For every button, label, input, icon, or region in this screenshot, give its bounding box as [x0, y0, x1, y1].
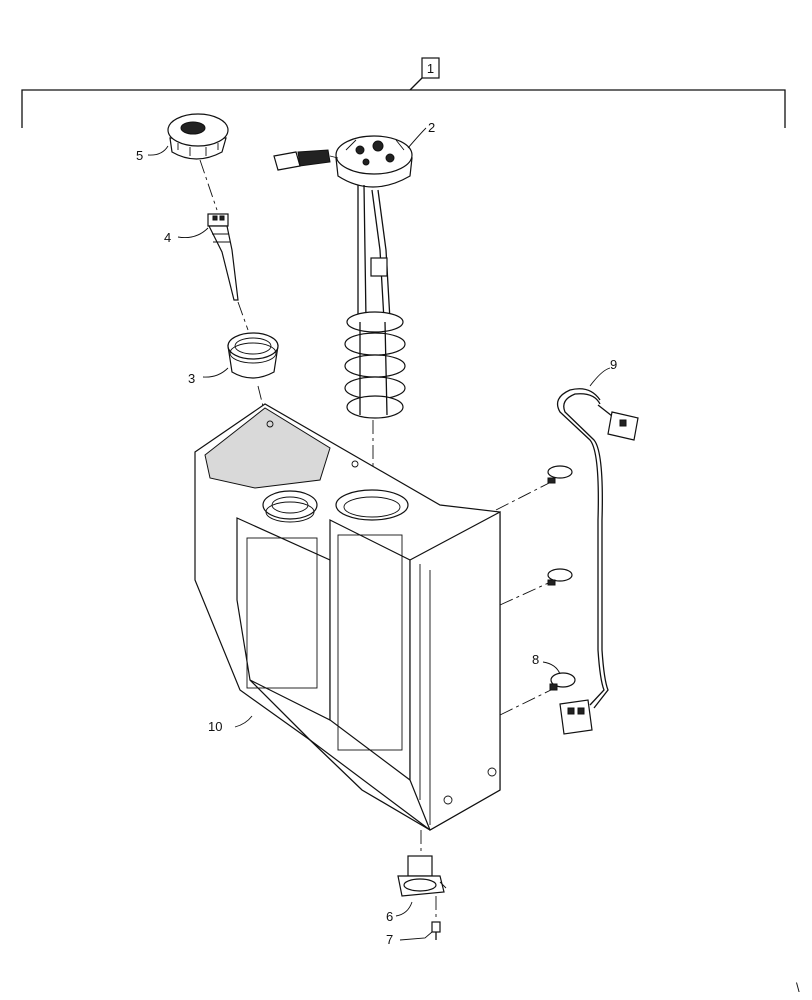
callout-3[interactable]: 3 — [188, 371, 195, 386]
callout-7[interactable]: 7 — [386, 932, 393, 947]
callout-2[interactable]: 2 — [428, 120, 435, 135]
fuel-sender-part[interactable] — [273, 135, 413, 419]
callout-8[interactable]: 8 — [532, 652, 539, 667]
filler-neck-part[interactable] — [227, 332, 279, 379]
cable-clip-middle[interactable] — [547, 568, 573, 586]
reservoir-tank-part[interactable] — [194, 403, 501, 831]
callout-9[interactable]: 9 — [610, 357, 617, 372]
callout-6[interactable]: 6 — [386, 909, 393, 924]
cable-clip-lower[interactable] — [549, 672, 576, 691]
filler-cap-part[interactable] — [167, 113, 229, 160]
callout-4[interactable]: 4 — [164, 230, 171, 245]
screw-part[interactable] — [431, 921, 441, 940]
callout-1[interactable]: 1 — [427, 61, 434, 76]
cable-clip-upper[interactable] — [547, 465, 573, 484]
strainer-part[interactable] — [207, 213, 239, 301]
corner-mark: \ — [796, 980, 800, 995]
callout-10[interactable]: 10 — [208, 719, 222, 734]
wiring-harness-part[interactable] — [556, 388, 639, 735]
assembly-bracket — [21, 57, 786, 128]
callout-5[interactable]: 5 — [136, 148, 143, 163]
drain-valve-part[interactable] — [397, 855, 447, 897]
